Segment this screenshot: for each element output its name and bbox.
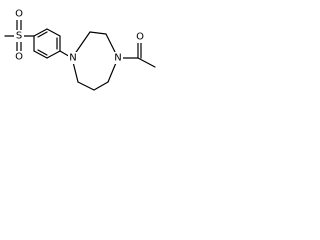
diazepane-bond-6	[77, 81, 95, 91]
atom-label-oxygen-bottom: O	[15, 52, 23, 63]
atom-sulfur: S	[14, 30, 24, 42]
atom-carbonyl-oxygen: O	[135, 31, 145, 43]
atom-label-oxygen-top: O	[15, 9, 23, 20]
atom-oxygen-bottom: O	[14, 51, 24, 63]
atom-label-carbonyl-oxygen: O	[136, 32, 144, 43]
atom-aryl-nitrogen: N	[68, 52, 78, 64]
ring-bond-2	[46, 28, 61, 37]
ring-bond-5	[33, 50, 48, 59]
diazepane-bond-5	[93, 81, 109, 91]
atom-acetyl-nitrogen: N	[113, 52, 123, 64]
atom-label-acetyl-nitrogen: N	[114, 53, 121, 64]
structure-diagram: S O O N N O	[4, 8, 156, 91]
ring-bond-5-inner	[37, 49, 48, 56]
ring-bond-4	[46, 50, 61, 59]
diazepane-bond-2	[89, 31, 107, 35]
atom-oxygen-top: O	[14, 8, 24, 20]
bond-carbonyl-methyl	[137, 57, 156, 68]
atom-label-aryl-nitrogen: N	[69, 53, 76, 64]
ring-bond-1-inner	[37, 31, 48, 38]
atom-label-sulfur: S	[16, 31, 22, 42]
ring-bond-1	[33, 28, 48, 37]
